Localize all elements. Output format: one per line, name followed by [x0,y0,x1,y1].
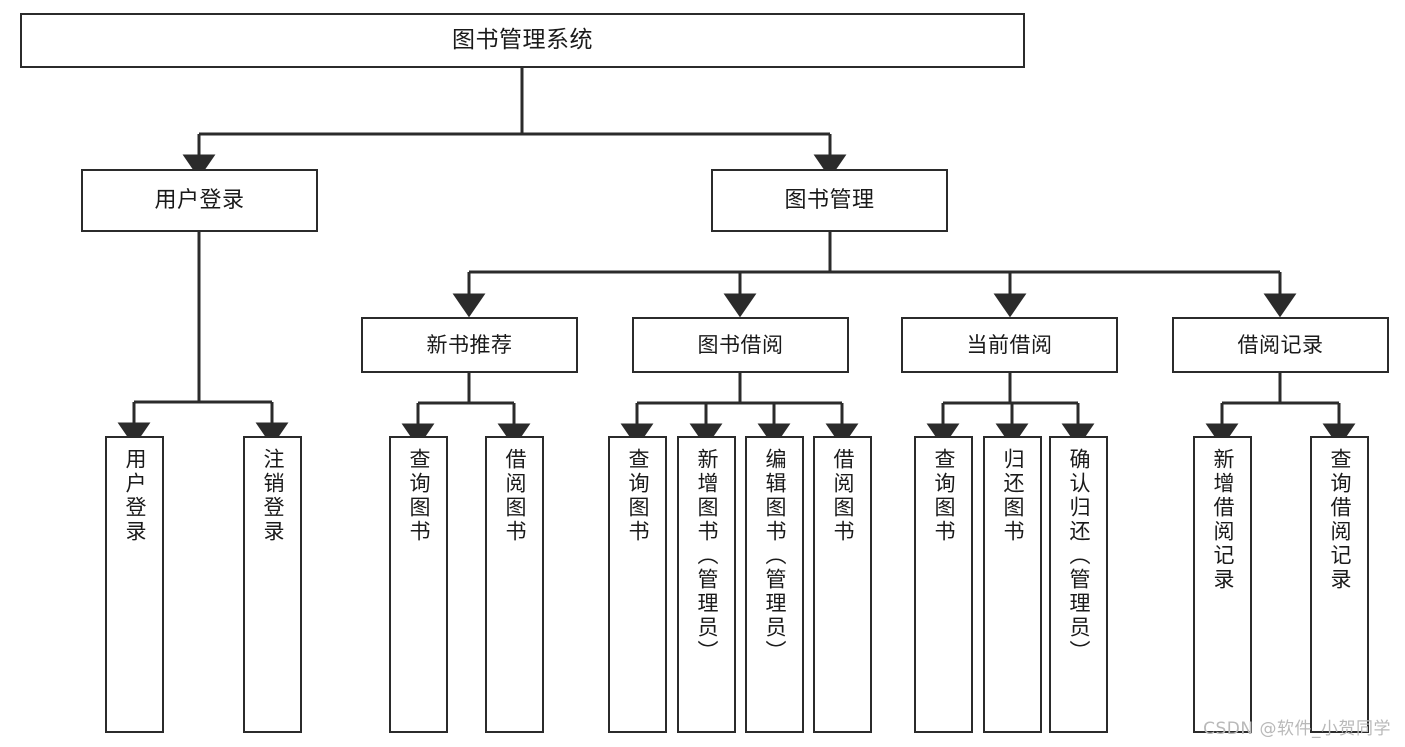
leaf-new-book-borrow[interactable]: 借阅图书 [485,436,544,733]
leaf-book-borrow-add[interactable]: 新增图书（管理员） [677,436,736,733]
node-root[interactable]: 图书管理系统 [20,13,1025,68]
leaf-new-book-query-label: 查询图书 [407,448,431,544]
node-user-login[interactable]: 用户登录 [81,169,318,232]
leaf-new-book-borrow-label: 借阅图书 [503,448,527,544]
node-book-borrow[interactable]: 图书借阅 [632,317,849,373]
node-current-borrow-label: 当前借阅 [966,332,1053,357]
leaf-book-borrow-edit[interactable]: 编辑图书（管理员） [745,436,804,733]
leaf-borrow-record-query-label: 查询借阅记录 [1328,448,1352,592]
node-user-login-label: 用户登录 [154,187,245,213]
node-book-management[interactable]: 图书管理 [711,169,948,232]
node-new-book-recommend-label: 新书推荐 [426,332,513,357]
leaf-user-login-signin-label: 用户登录 [123,448,147,544]
node-borrow-record-label: 借阅记录 [1237,332,1324,357]
node-book-management-label: 图书管理 [784,187,875,213]
leaf-new-book-query[interactable]: 查询图书 [389,436,448,733]
leaf-book-borrow-lend[interactable]: 借阅图书 [813,436,872,733]
node-borrow-record[interactable]: 借阅记录 [1172,317,1389,373]
leaf-current-borrow-confirm-return[interactable]: 确认归还（管理员） [1049,436,1108,733]
leaf-book-borrow-lend-label: 借阅图书 [831,448,855,544]
leaf-current-borrow-confirm-return-label: 确认归还（管理员） [1067,448,1091,664]
leaf-book-borrow-add-label: 新增图书（管理员） [695,448,719,664]
leaf-book-borrow-edit-label: 编辑图书（管理员） [763,448,787,664]
leaf-current-borrow-query[interactable]: 查询图书 [914,436,973,733]
leaf-user-login-signout-label: 注销登录 [261,448,285,544]
leaf-borrow-record-add-label: 新增借阅记录 [1211,448,1235,592]
node-root-label: 图书管理系统 [452,26,593,53]
watermark: CSDN @软件_小贺同学 [1203,719,1391,739]
node-current-borrow[interactable]: 当前借阅 [901,317,1118,373]
leaf-current-borrow-query-label: 查询图书 [932,448,956,544]
leaf-user-login-signout[interactable]: 注销登录 [243,436,302,733]
leaf-book-borrow-query[interactable]: 查询图书 [608,436,667,733]
node-new-book-recommend[interactable]: 新书推荐 [361,317,578,373]
leaf-borrow-record-query[interactable]: 查询借阅记录 [1310,436,1369,733]
leaf-book-borrow-query-label: 查询图书 [626,448,650,544]
leaf-borrow-record-add[interactable]: 新增借阅记录 [1193,436,1252,733]
node-book-borrow-label: 图书借阅 [697,332,784,357]
leaf-user-login-signin[interactable]: 用户登录 [105,436,164,733]
leaf-current-borrow-return[interactable]: 归还图书 [983,436,1042,733]
leaf-current-borrow-return-label: 归还图书 [1001,448,1025,544]
